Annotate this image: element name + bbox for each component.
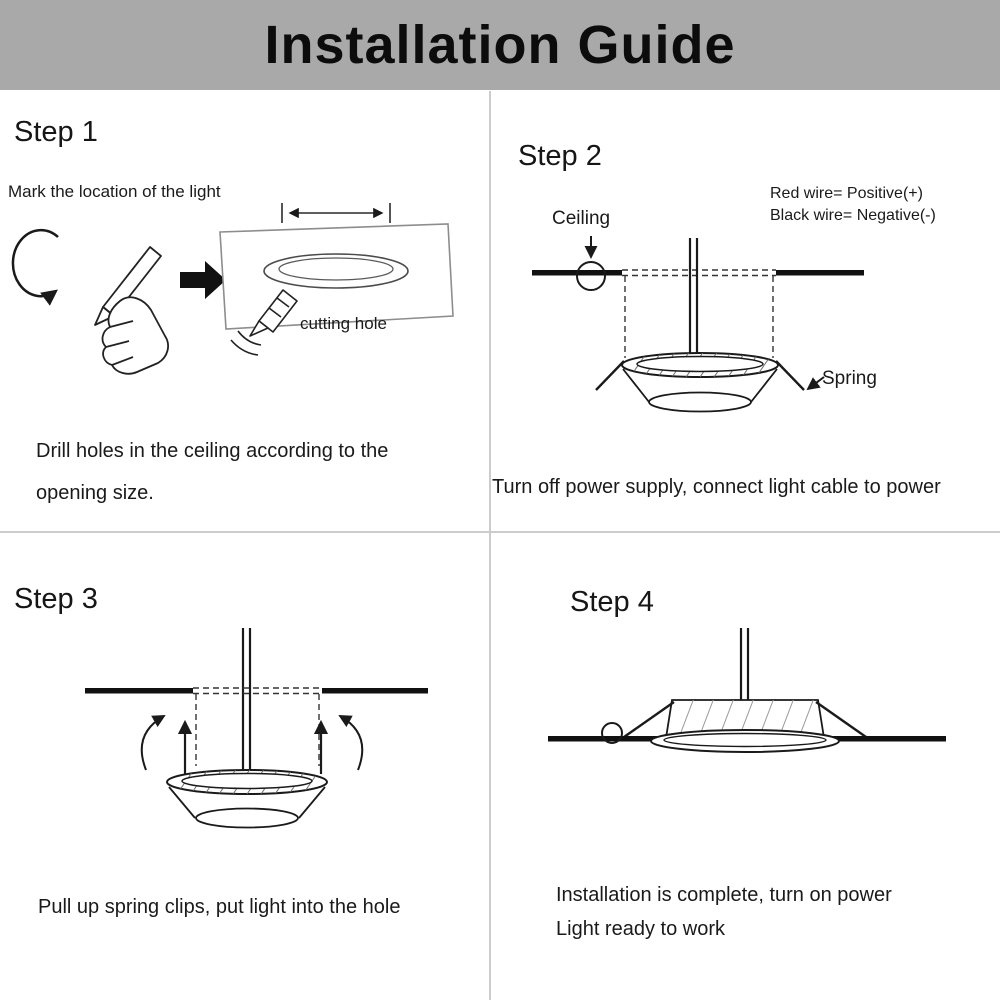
step4-heading: Step 4 <box>570 586 654 618</box>
downlight-fixture <box>621 352 779 413</box>
step1-heading: Step 1 <box>14 116 98 148</box>
rotate-up-arrow-left <box>140 715 166 771</box>
rotate-arrow-icon <box>11 228 59 306</box>
spring-pointer-arrow <box>806 376 825 391</box>
title-banner: Installation Guide <box>0 0 1000 90</box>
ceiling-label: Ceiling <box>552 208 611 229</box>
downlight-fixture <box>166 769 328 829</box>
opening-dashed-outline <box>622 269 776 358</box>
page-title: Installation Guide <box>264 15 736 75</box>
hole-cutter-icon <box>230 289 298 356</box>
ceiling-right <box>776 270 864 276</box>
ceiling-right <box>828 736 946 742</box>
spring-label: Spring <box>822 368 877 389</box>
step3-heading: Step 3 <box>14 583 98 615</box>
wire-notes: Red wire= Positive(+) Black wire= Negati… <box>770 183 936 227</box>
ceiling-right <box>322 688 428 694</box>
horizontal-divider <box>0 531 1000 533</box>
wire-note-black: Black wire= Negative(-) <box>770 207 936 225</box>
ceiling-left <box>85 688 193 694</box>
step1-instruction: Mark the location of the light <box>8 182 221 201</box>
hand-pen-icon <box>94 246 169 375</box>
step1-caption-line1: Drill holes in the ceiling according to … <box>36 440 389 462</box>
trim-ring-inner <box>663 732 827 748</box>
step4-diagram <box>548 628 946 753</box>
vertical-divider <box>489 91 491 1000</box>
spring-right <box>815 701 867 738</box>
rotate-up-arrow-right <box>338 715 364 771</box>
spring-left <box>623 701 675 738</box>
step4-caption-line1: Installation is complete, turn on power <box>556 884 892 906</box>
hole-dimension <box>281 203 391 223</box>
step3-caption: Pull up spring clips, put light into the… <box>38 896 401 918</box>
power-cable <box>739 628 750 702</box>
spring-right <box>775 360 805 391</box>
arrow-right-icon <box>180 261 226 299</box>
opening-dashed-outline <box>193 687 322 766</box>
spring-left <box>595 360 625 391</box>
step4-caption-line2: Light ready to work <box>556 918 725 940</box>
wire-note-red: Red wire= Positive(+) <box>770 185 923 202</box>
power-cable <box>688 238 699 360</box>
step1-diagram <box>11 203 454 375</box>
cut-hole-inner <box>278 257 394 281</box>
power-cable <box>241 628 252 774</box>
cutting-hole-label: cutting hole <box>300 314 387 333</box>
step1-caption-line2: opening size. <box>36 482 154 504</box>
step2-diagram <box>532 236 864 413</box>
ceiling-callout-circle <box>601 722 623 744</box>
step2-caption: Turn off power supply, connect light cab… <box>492 476 941 498</box>
step2-heading: Step 2 <box>518 140 602 172</box>
ceiling-callout-circle <box>576 261 606 291</box>
step3-diagram <box>85 628 428 829</box>
